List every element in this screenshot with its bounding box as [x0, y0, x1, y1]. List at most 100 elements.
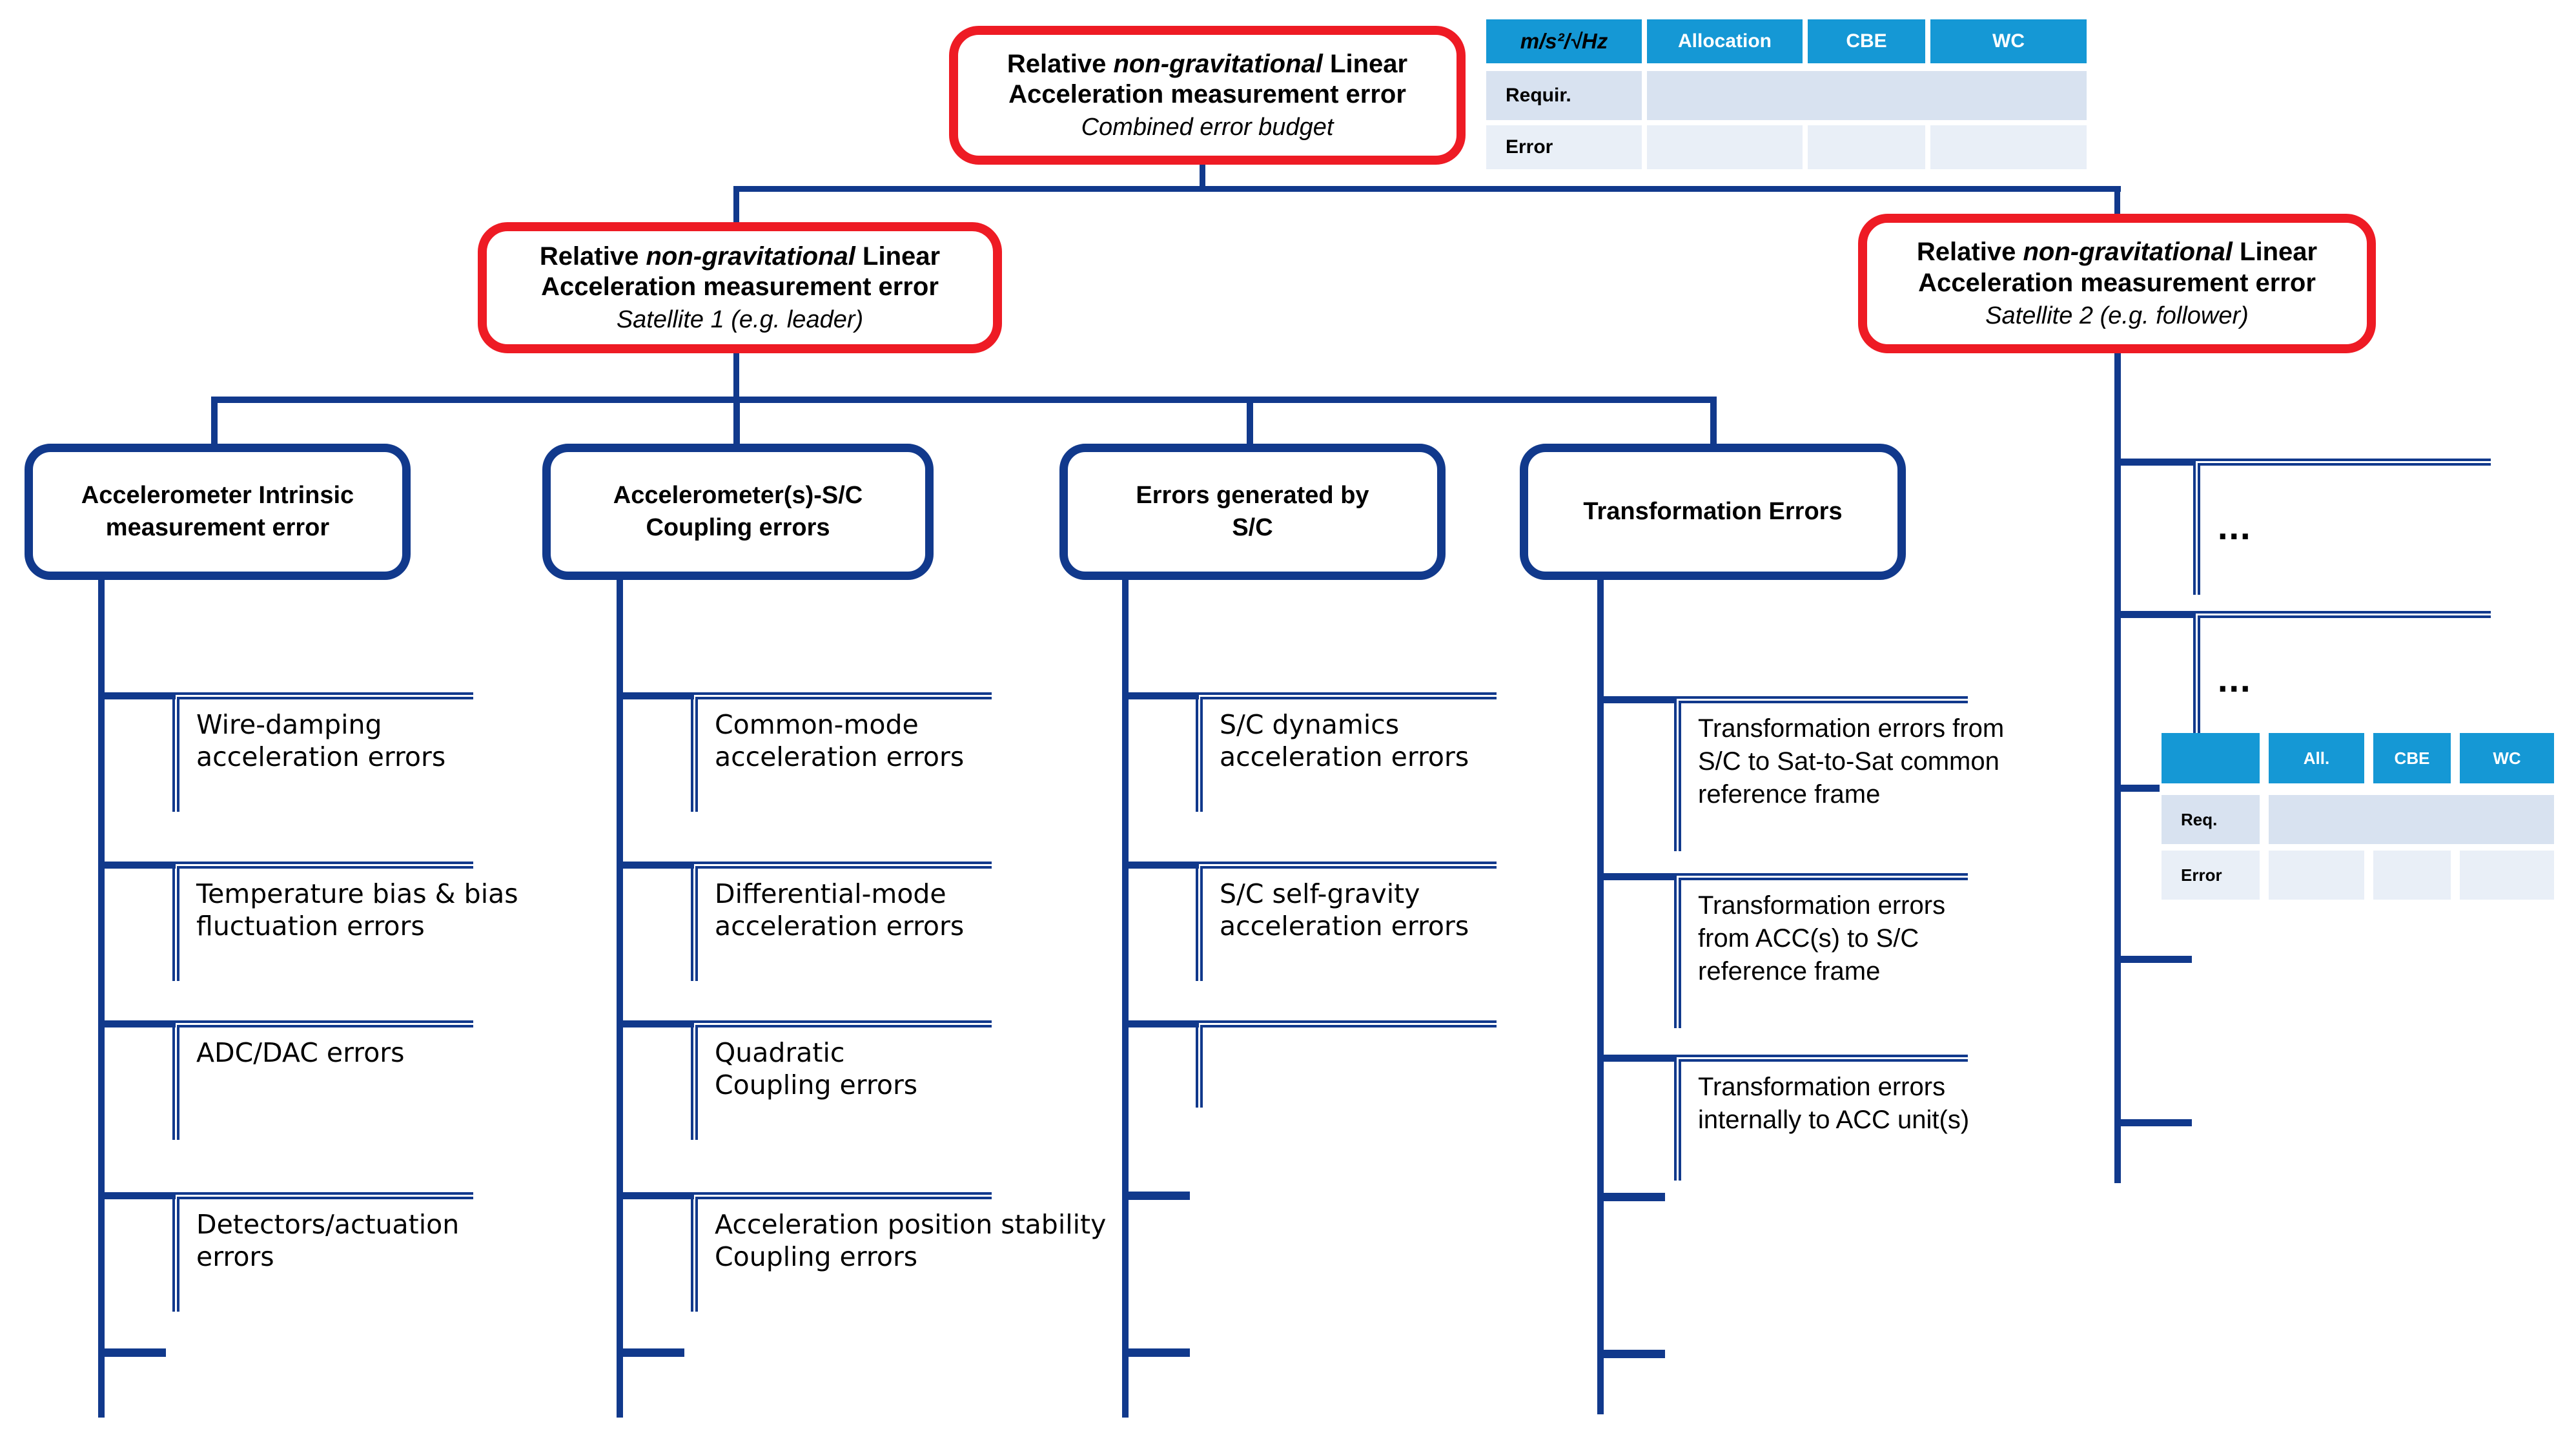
leaf-line: Transformation errors from [1698, 714, 2005, 743]
branch-stub [1597, 1193, 1665, 1201]
node-transformation-errors: Transformation Errors [1520, 444, 1906, 580]
branch-connector [1122, 692, 1199, 699]
node-subtitle: Satellite 1 (e.g. leader) [616, 306, 864, 334]
connector-box4-drop [1710, 397, 1717, 445]
branch-stub [2114, 785, 2160, 792]
branch-connector [2114, 611, 2193, 618]
leaf-differential-mode: Differential-mode acceleration errors [691, 862, 992, 981]
trunk-satellite2 [2114, 352, 2121, 1183]
leaf-line: Wire-damping [196, 709, 382, 740]
table-cell-error-wc [1930, 125, 2087, 169]
table-cell-error-cbe [1808, 125, 1925, 169]
node-title-line: Accelerometer(s)-S/C [613, 482, 863, 510]
node-title-line: Transformation Errors [1583, 497, 1843, 525]
leaf-line: reference frame [1698, 780, 1881, 809]
branch-connector [617, 1192, 694, 1199]
branch-connector [617, 692, 694, 699]
branch-stub [1122, 1348, 1190, 1357]
leaf-line: acceleration errors [1220, 741, 1469, 773]
leaf-line: Common-mode [715, 709, 919, 740]
leaf-quadratic-coupling: Quadratic Coupling errors [691, 1020, 992, 1140]
leaf-line: errors [196, 1241, 274, 1273]
leaf-line: Transformation errors [1698, 891, 1946, 920]
leaf-line: Quadratic [715, 1037, 845, 1068]
branch-connector [1597, 1055, 1674, 1062]
table-header-cbe: CBE [1808, 19, 1925, 63]
trunk-transformation-errors [1597, 579, 1604, 1414]
leaf-line: ... [2217, 664, 2251, 699]
connector-sat2-drop [2114, 186, 2120, 215]
leaf-line: acceleration errors [715, 911, 965, 942]
leaf-wire-damping: Wire-damping acceleration errors [172, 692, 473, 812]
branch-stub [2114, 956, 2192, 963]
table-cell-requirement-values [1647, 71, 2087, 120]
connector-root-drop [1200, 163, 1205, 189]
leaf-adc-dac: ADC/DAC errors [172, 1020, 473, 1140]
mini-table-header-all: All. [2269, 733, 2364, 783]
leaf-line: reference frame [1698, 957, 1881, 986]
leaf-transformation-sc-to-sat: Transformation errors from S/C to Sat-to… [1674, 696, 2005, 851]
table-row-label-error: Error [1486, 125, 1642, 169]
leaf-line: ADC/DAC errors [196, 1037, 405, 1068]
branch-connector [98, 862, 176, 869]
mini-table-cell-req-values [2269, 795, 2554, 844]
node-title-line: Accelerometer Intrinsic [81, 482, 354, 510]
connector-sat1-out [733, 352, 739, 400]
branch-stub [98, 1348, 166, 1357]
branch-stub [617, 1348, 684, 1357]
table-header-wc: WC [1930, 19, 2087, 63]
mini-table-cell-error-all [2269, 851, 2364, 900]
trunk-errors-generated-sc [1122, 579, 1129, 1418]
leaf-empty [1196, 1020, 1497, 1108]
leaf-detectors-actuation: Detectors/actuation errors [172, 1192, 473, 1312]
leaf-line: ... [2217, 511, 2251, 546]
node-accelerometer-sc-coupling: Accelerometer(s)-S/C Coupling errors [542, 444, 934, 580]
leaf-sc-dynamics: S/C dynamics acceleration errors [1196, 692, 1497, 812]
node-title-line: Coupling errors [646, 513, 830, 541]
mini-table-cell-error-wc [2460, 851, 2554, 900]
leaf-line: internally to ACC unit(s) [1698, 1106, 1970, 1135]
trunk-accelerometer-intrinsic [98, 579, 105, 1418]
leaf-line: Acceleration position stability [715, 1209, 1107, 1240]
branch-connector [98, 692, 176, 699]
leaf-line: Transformation errors [1698, 1073, 1946, 1101]
leaf-line: S/C to Sat-to-Sat common [1698, 747, 1999, 776]
mini-table-header-blank [2162, 733, 2260, 783]
node-errors-generated-by-sc: Errors generated by S/C [1059, 444, 1446, 580]
leaf-temperature-bias: Temperature bias & bias fluctuation erro… [172, 862, 518, 981]
connector-top-horizontal [733, 186, 2121, 192]
branch-stub [2114, 1119, 2192, 1126]
branch-connector [98, 1020, 176, 1027]
branch-connector [1122, 862, 1199, 869]
leaf-line: Detectors/actuation [196, 1209, 460, 1240]
node-subtitle: Satellite 2 (e.g. follower) [1985, 302, 2249, 329]
leaf-line: Coupling errors [715, 1069, 918, 1101]
branch-connector [2114, 459, 2193, 466]
leaf-transformation-acc-to-sc: Transformation errors from ACC(s) to S/C… [1674, 873, 1968, 1028]
branch-connector [1122, 1020, 1199, 1027]
leaf-line: from ACC(s) to S/C [1698, 924, 1919, 953]
leaf-ellipsis: ... [2193, 611, 2491, 747]
leaf-ellipsis: ... [2193, 459, 2491, 595]
leaf-line: Coupling errors [715, 1241, 918, 1273]
branch-stub [1597, 1350, 1665, 1358]
trunk-coupling-errors [617, 579, 623, 1418]
leaf-line: acceleration errors [1220, 911, 1469, 942]
connector-mid-horizontal [211, 397, 1717, 403]
branch-connector [98, 1192, 176, 1199]
connector-sat1-drop [733, 186, 739, 223]
branch-connector [1597, 873, 1674, 880]
mini-table-cell-error-cbe [2373, 851, 2451, 900]
leaf-line: S/C self-gravity [1220, 878, 1420, 909]
node-title-line: S/C [1232, 513, 1273, 541]
leaf-transformation-internal-acc: Transformation errors internally to ACC … [1674, 1055, 1970, 1181]
branch-stub [1122, 1192, 1190, 1200]
mini-table-row-label-error: Error [2162, 851, 2260, 900]
leaf-line: Temperature bias & bias [196, 878, 518, 909]
